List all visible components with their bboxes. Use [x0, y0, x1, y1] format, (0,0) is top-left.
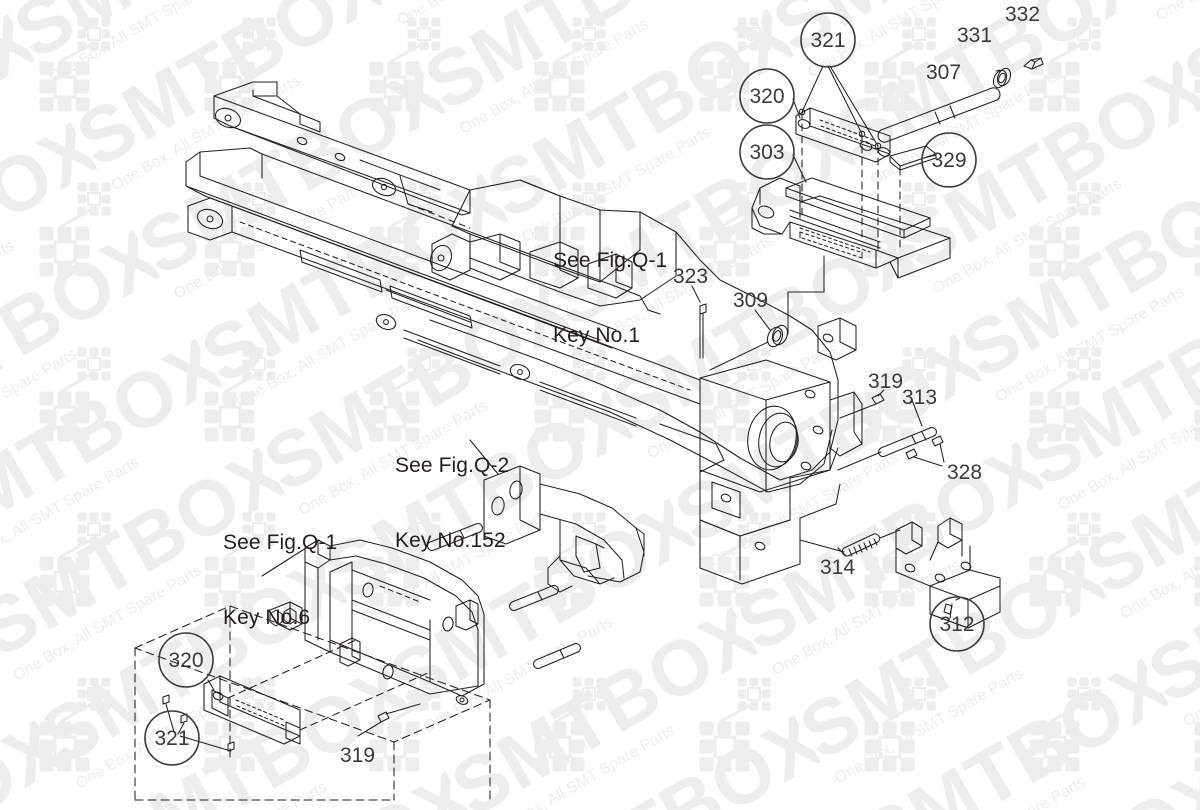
part-number-309: 309 — [733, 289, 769, 312]
assembly-guides-lower — [227, 639, 431, 731]
callout-circle-303 — [739, 124, 795, 180]
part-number-328: 328 — [947, 461, 983, 484]
callout-label-329: 329 — [931, 149, 967, 172]
leader-309b — [709, 341, 769, 371]
callout-circle-312 — [929, 596, 985, 652]
leader-319-upper — [877, 389, 885, 397]
part-319-lower-screw — [357, 703, 421, 737]
leader-q2-152 — [469, 439, 499, 475]
ref-label-line2: Key No.152 — [395, 529, 506, 552]
part-number-332: 332 — [1005, 3, 1041, 26]
part-main-chassis — [417, 179, 839, 493]
callout-label-312: 312 — [939, 613, 975, 636]
part-328-setscrews — [905, 435, 945, 467]
callout-label-321-top: 321 — [810, 29, 846, 52]
part-331-collar — [992, 67, 1012, 89]
leader-320-top — [792, 98, 801, 119]
part-number-319-lower: 319 — [340, 744, 376, 767]
part-number-314: 314 — [820, 556, 856, 579]
leader-329 — [923, 154, 937, 159]
leader-314 — [837, 547, 847, 557]
part-314-spring — [799, 533, 881, 557]
callout-circle-320-low — [158, 632, 214, 688]
leader-312b — [949, 603, 953, 619]
ref-label-q1-key6: See Fig.Q-1 Key No.6 — [223, 480, 337, 680]
part-number-307: 307 — [926, 61, 962, 84]
callout-circle-321-low — [144, 710, 200, 766]
ref-label-line1: See Fig.Q-2 — [395, 454, 510, 477]
callout-circle-320-top — [739, 68, 795, 124]
callout-label-321-low: 321 — [154, 727, 190, 750]
ref-label-line1: See Fig.Q-1 — [223, 531, 338, 554]
part-right-edge-bracket — [817, 317, 857, 361]
part-320-rail-plate-upper — [795, 107, 891, 163]
part-332-knob — [1023, 57, 1044, 70]
leader-321-top — [798, 65, 882, 150]
assembly-guides-top — [801, 111, 901, 251]
leader-303 — [792, 154, 807, 183]
part-321-screws-lower — [162, 694, 235, 752]
ref-label-q1-key1: See Fig.Q-1 Key No.1 — [553, 198, 667, 398]
part-303-support-plate — [751, 177, 951, 279]
part-320-rail-plate-lower — [203, 675, 301, 745]
ref-label-line1: See Fig.Q-1 — [553, 249, 668, 272]
leader-309a — [754, 309, 771, 331]
part-323-screw — [699, 303, 707, 359]
leader-313 — [911, 399, 923, 427]
leader-312 — [955, 597, 961, 601]
part-loose-pins — [427, 523, 581, 669]
part-319-upper-screw — [839, 393, 885, 419]
part-307-shaft — [877, 87, 1001, 143]
ref-label-q2-key152: See Fig.Q-2 Key No.152 — [395, 403, 509, 603]
projection-box-lower-left — [134, 605, 491, 801]
callout-label-303: 303 — [749, 141, 785, 164]
part-bottom-rail — [187, 197, 725, 473]
leader-q1-key6 — [261, 547, 307, 577]
part-number-323: 323 — [673, 265, 709, 288]
part-q1-key6-frame — [269, 539, 485, 705]
callout-label-320-top: 320 — [749, 85, 785, 108]
callout-circle-321-top — [800, 12, 856, 68]
callout-circle-329 — [921, 132, 977, 188]
part-313-pin — [837, 427, 937, 471]
part-q2-key152 — [483, 465, 645, 593]
detail-clip-lower — [269, 607, 297, 627]
part-number-313: 313 — [902, 386, 938, 409]
part-309-bushing — [766, 255, 825, 348]
ref-label-line2: Key No.1 — [553, 324, 641, 347]
part-number-331: 331 — [957, 24, 993, 47]
part-top-rail — [213, 81, 471, 229]
part-303-inner-frame — [785, 177, 931, 253]
ref-label-line2: Key No.6 — [223, 606, 311, 629]
part-number-319-upper: 319 — [868, 370, 904, 393]
leader-320-lower — [207, 679, 215, 691]
part-bore-housing — [699, 359, 863, 585]
leader-323 — [691, 285, 701, 303]
callout-label-320-low: 320 — [168, 649, 204, 672]
